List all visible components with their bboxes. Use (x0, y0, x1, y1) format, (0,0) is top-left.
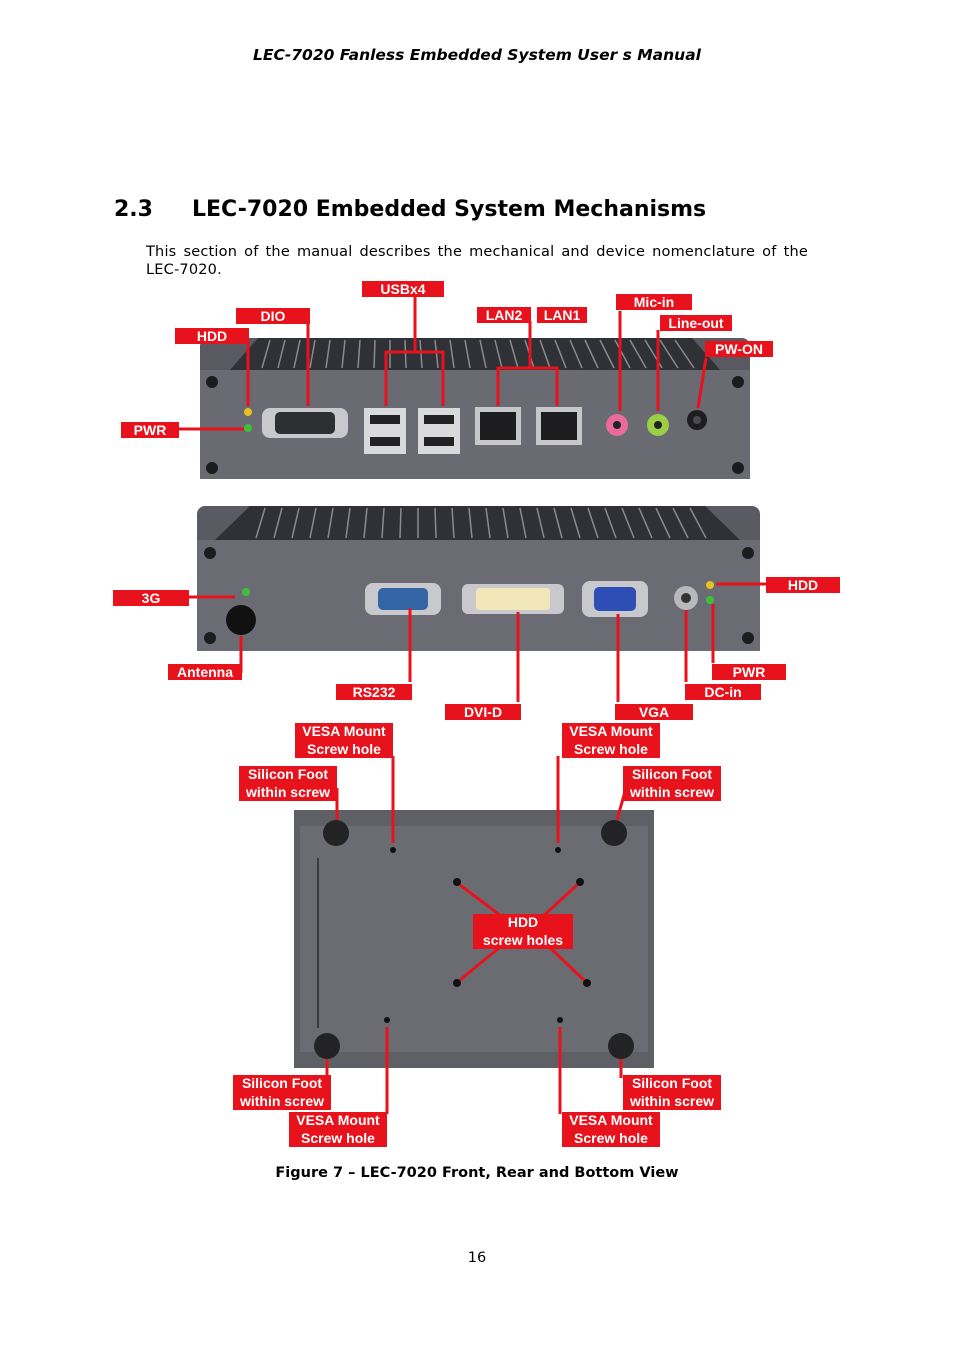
label-line: Screw hole (307, 740, 381, 757)
label-foot-bottom-left: Silicon Foot within screw (233, 1075, 331, 1110)
label-lan1: LAN1 (537, 307, 587, 323)
label-mic-in: Mic-in (616, 294, 692, 310)
label-line: within screw (629, 783, 715, 800)
label-vesa-bottom-right: VESA Mount Screw hole (562, 1112, 660, 1147)
label-vesa-top-left: VESA Mount Screw hole (295, 723, 393, 758)
label-lan2: LAN2 (477, 307, 531, 323)
label-line: VESA Mount (569, 1112, 653, 1128)
label-line: VESA Mount (296, 1112, 380, 1128)
rear-view (197, 506, 760, 651)
page-number: 16 (467, 1250, 487, 1266)
figure-7: USBx4 DIO HDD LAN2 LAN1 Mic-in Line-out … (0, 278, 954, 1158)
label-foot-top-left: Silicon Foot within screw (239, 766, 337, 801)
running-header: LEC-7020 Fanless Embedded System User s … (252, 46, 701, 64)
label-pw-on: PW-ON (705, 341, 773, 357)
label-line: Screw hole (574, 1129, 648, 1146)
label-line: VESA Mount (302, 723, 386, 739)
section-title: LEC-7020 Embedded System Mechanisms (192, 197, 707, 222)
label-pwr-rear: PWR (712, 664, 786, 680)
label-line: Silicon Foot (247, 766, 329, 782)
label-dvi-d: DVI-D (445, 704, 521, 720)
label-vesa-top-right: VESA Mount Screw hole (562, 723, 660, 758)
label-3g: 3G (113, 590, 189, 606)
section-number: 2.3 (114, 197, 153, 222)
label-usbx4: USBx4 (362, 281, 444, 297)
figure-caption: Figure 7 – LEC-7020 Front, Rear and Bott… (275, 1165, 679, 1181)
label-line: within screw (245, 783, 331, 800)
label-line: within screw (239, 1092, 325, 1109)
label-line: Screw hole (574, 740, 648, 757)
callout-lines (162, 295, 766, 1114)
label-line: Silicon Foot (241, 1075, 323, 1091)
label-hdd-front: HDD (175, 328, 249, 344)
label-line: HDD (507, 914, 539, 930)
label-foot-top-right: Silicon Foot within screw (623, 766, 721, 801)
label-hdd-screw-holes: HDD screw holes (473, 914, 573, 949)
label-vesa-bottom-left: VESA Mount Screw hole (289, 1112, 387, 1147)
label-line: within screw (629, 1092, 715, 1109)
intro-paragraph: This section of the manual describes the… (146, 244, 808, 278)
label-dio: DIO (236, 308, 310, 324)
label-dc-in: DC-in (685, 684, 761, 700)
label-hdd-rear: HDD (766, 577, 840, 593)
label-line: Silicon Foot (631, 766, 713, 782)
label-foot-bottom-right: Silicon Foot within screw (623, 1075, 721, 1110)
label-pwr-front: PWR (121, 422, 179, 438)
label-line: VESA Mount (569, 723, 653, 739)
label-line-out: Line-out (660, 315, 732, 331)
label-rs232: RS232 (336, 684, 412, 700)
label-line: Silicon Foot (631, 1075, 713, 1091)
front-view (200, 338, 750, 479)
label-line: screw holes (482, 931, 564, 948)
label-vga: VGA (615, 704, 693, 720)
label-line: Screw hole (301, 1129, 375, 1146)
label-antenna: Antenna (168, 664, 242, 680)
